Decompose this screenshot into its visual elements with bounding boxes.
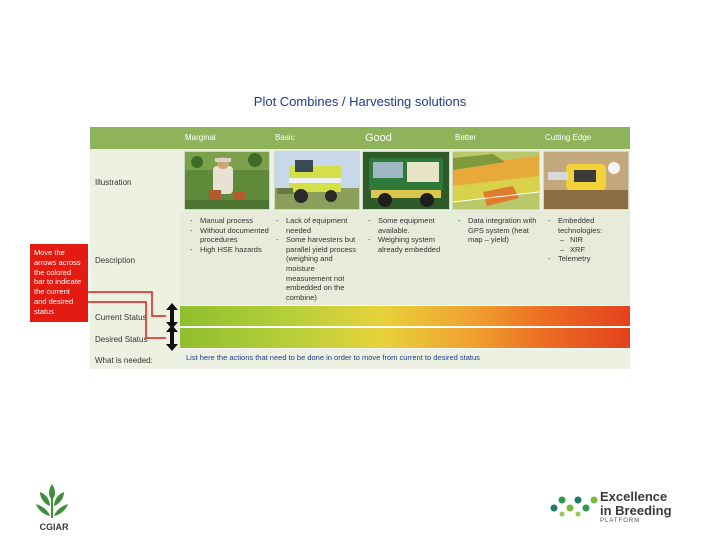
maturity-header: Marginal Basic Good Better Cutting Edge [90,127,630,149]
double-arrow-icon[interactable] [166,303,178,329]
photo-good-combine [362,151,450,210]
photo-manual-harvest [184,151,270,210]
description-basic: Lack of equipment needed Some harvesters… [266,216,360,302]
description-better: Data integration with GPS system (heat m… [448,216,542,245]
photo-cutting-edge-device [543,151,629,210]
description-item: Weighing system already embedded [368,235,450,254]
ebp-logo-line1: Excellence [600,489,668,504]
description-item: Telemetry [548,254,628,264]
current-status-bar[interactable] [180,306,630,326]
row-label-illustration: Illustration [95,178,132,187]
svg-text:CGIAR: CGIAR [40,522,70,532]
cgiar-logo: CGIAR [36,484,70,532]
row-label-what-needed: What is needed: [95,356,153,365]
column-header-cutting-edge: Cutting Edge [545,133,592,142]
description-item: Some equipment available. [368,216,450,235]
description-subitem: NIR [548,235,628,245]
what-needed-row [180,349,630,369]
description-item: High HSE hazards [190,245,272,255]
instruction-note: Move the arrows across the colored bar t… [30,244,88,322]
row-label-current-status: Current Status [95,313,147,322]
description-item: Data integration with GPS system (heat m… [458,216,542,245]
desired-status-bar[interactable] [180,328,630,348]
description-item: Lack of equipment needed [276,216,360,235]
row-label-column [90,149,180,369]
what-needed-text[interactable]: List here the actions that need to be do… [186,353,480,362]
description-item: Embedded technologies: [548,216,628,235]
description-subitem: XRF [548,245,628,255]
column-header-good: Good [365,132,392,144]
column-header-better: Better [455,133,477,142]
description-item: Some harvesters but parallel yield proce… [276,235,360,302]
ebp-logo-mark [550,496,598,517]
column-header-marginal: Marginal [185,133,216,142]
page-title: Plot Combines / Harvesting solutions [253,94,467,109]
double-arrow-icon[interactable] [166,325,178,351]
description-marginal: Manual process Without documented proced… [180,216,272,254]
description-item: Manual process [190,216,272,226]
photo-basic-combine [274,151,360,210]
photo-yield-map [452,151,540,210]
ebp-logo-line3: PLATFORM [600,518,641,524]
description-good: Some equipment available. Weighing syste… [358,216,450,254]
column-header-basic: Basic [275,133,295,142]
ebp-logo-line2: in Breeding [600,503,672,518]
description-item: Without documented procedures [190,226,272,245]
description-cutting-edge: Embedded technologies: NIR XRF Telemetry [538,216,628,264]
row-label-desired-status: Desired Status [95,335,148,344]
row-label-description: Description [95,256,136,265]
